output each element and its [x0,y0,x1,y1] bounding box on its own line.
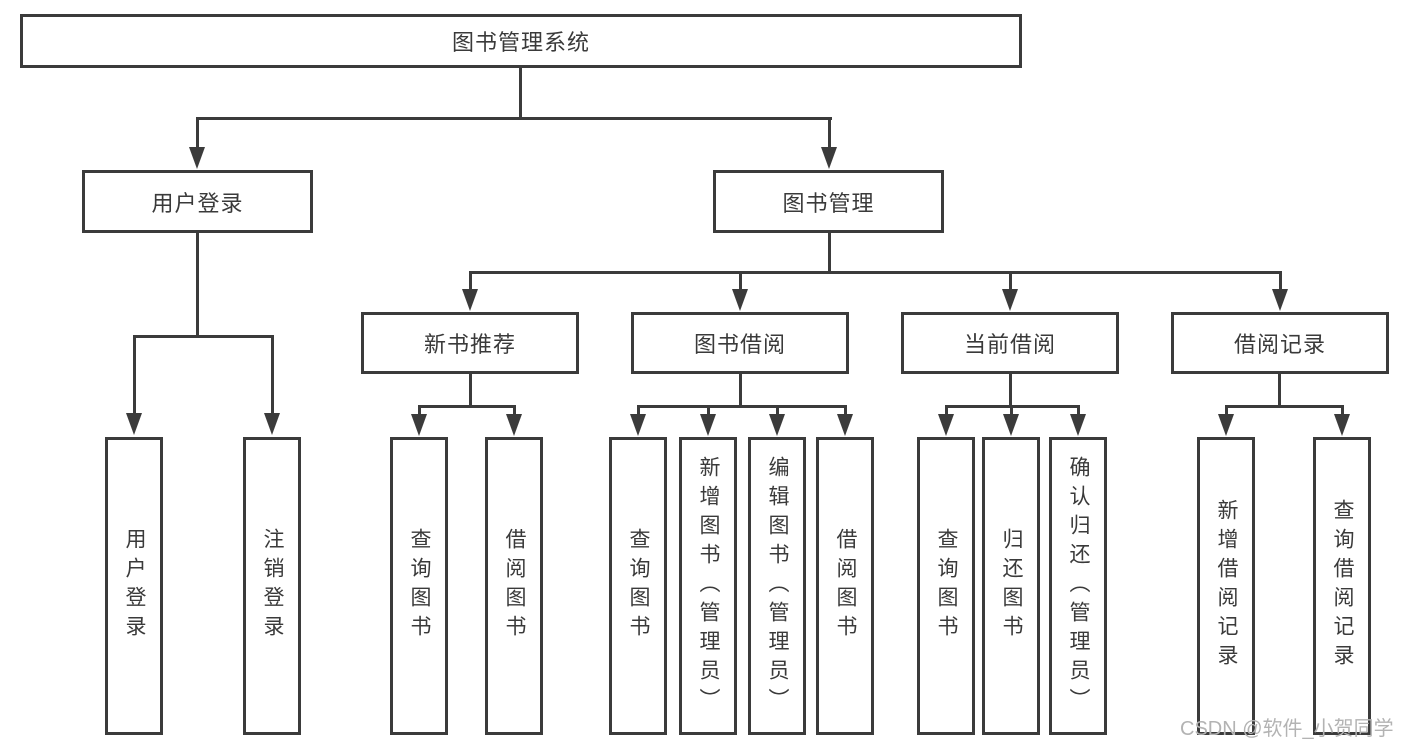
connector-arm [513,405,516,415]
leaf-borrow-books-recommend: 借阅图书 [485,437,543,735]
connector-book-borrow-stem [739,372,742,408]
arrow-down-icon [126,413,142,435]
connector-arm [637,405,640,415]
connector-arm-book-borrow [739,271,742,291]
connector-user-login-split [133,335,274,338]
node-book-borrow-label: 图书借阅 [693,332,786,357]
node-book-management: 图书管理 [713,170,944,233]
leaf-return-books: 归还图书 [982,437,1040,735]
arrow-down-icon [1003,414,1019,436]
node-new-book-recommend-label: 新书推荐 [423,332,516,357]
arrow-down-icon [732,289,748,311]
connector-arm-new-book-recommend [469,271,472,291]
arrow-down-icon [1002,289,1018,311]
connector-arm [945,405,948,415]
leaf-query-books-borrow: 查询图书 [609,437,667,735]
leaf-edit-books-admin: 编辑图书（管理员） [748,437,806,735]
node-new-book-recommend: 新书推荐 [361,312,579,374]
connector-arm-leaf-user-login [133,335,136,415]
node-book-borrow: 图书借阅 [631,312,849,374]
node-current-borrow: 当前借阅 [901,312,1119,374]
arrow-down-icon [1070,414,1086,436]
arrow-down-icon [1272,289,1288,311]
node-borrow-records: 借阅记录 [1171,312,1389,374]
connector-arm [1077,405,1080,415]
node-book-management-label: 图书管理 [782,190,875,216]
arrow-down-icon [506,414,522,436]
connector-arm [844,405,847,415]
node-borrow-records-label: 借阅记录 [1233,332,1326,357]
node-current-borrow-label: 当前借阅 [963,332,1056,357]
node-root-label: 图书管理系统 [451,30,590,55]
connector-recommend-split [418,405,516,408]
arrow-down-icon [189,147,205,169]
node-user-login: 用户登录 [82,170,313,233]
connector-arm-leaf-logout [271,335,274,415]
leaf-query-books-current: 查询图书 [917,437,975,735]
connector-arm-borrow-records [1279,271,1282,291]
connector-arm [418,405,421,415]
node-user-login-label: 用户登录 [151,190,244,216]
arrow-down-icon [938,414,954,436]
arrow-down-icon [700,414,716,436]
arrow-down-icon [630,414,646,436]
arrow-down-icon [1218,414,1234,436]
leaf-add-borrow-record: 新增借阅记录 [1197,437,1255,735]
leaf-add-books-admin: 新增图书（管理员） [679,437,737,735]
leaf-confirm-return-admin: 确认归还（管理员） [1049,437,1107,735]
arrow-down-icon [821,147,837,169]
node-root: 图书管理系统 [20,14,1022,68]
arrow-down-icon [411,414,427,436]
arrow-down-icon [1334,414,1350,436]
connector-book-management-split [469,271,1282,274]
connector-current-borrow-stem [1009,372,1012,408]
arrow-down-icon [462,289,478,311]
connector-book-management-stem [828,233,831,273]
leaf-user-login: 用户登录 [105,437,163,735]
arrow-down-icon [837,414,853,436]
connector-root-split [196,117,832,120]
connector-borrow-records-split [1225,405,1344,408]
connector-user-login-stem [196,233,199,337]
connector-arm [1010,405,1013,415]
connector-arm [1225,405,1228,415]
leaf-logout: 注销登录 [243,437,301,735]
connector-arm [707,405,710,415]
connector-book-borrow-split [637,405,847,408]
connector-arm [776,405,779,415]
connector-arm [1341,405,1344,415]
connector-recommend-stem [469,372,472,408]
connector-borrow-records-stem [1278,372,1281,408]
connector-arm-current-borrow [1009,271,1012,291]
arrow-down-icon [264,413,280,435]
connector-arm-book-management [828,117,831,149]
leaf-query-borrow-record: 查询借阅记录 [1313,437,1371,735]
csdn-watermark: CSDN @软件_小贺同学 [1180,718,1394,740]
leaf-query-books-recommend: 查询图书 [390,437,448,735]
arrow-down-icon [769,414,785,436]
connector-arm-user-login [196,117,199,149]
leaf-borrow-books: 借阅图书 [816,437,874,735]
connector-root-stem [519,67,522,119]
